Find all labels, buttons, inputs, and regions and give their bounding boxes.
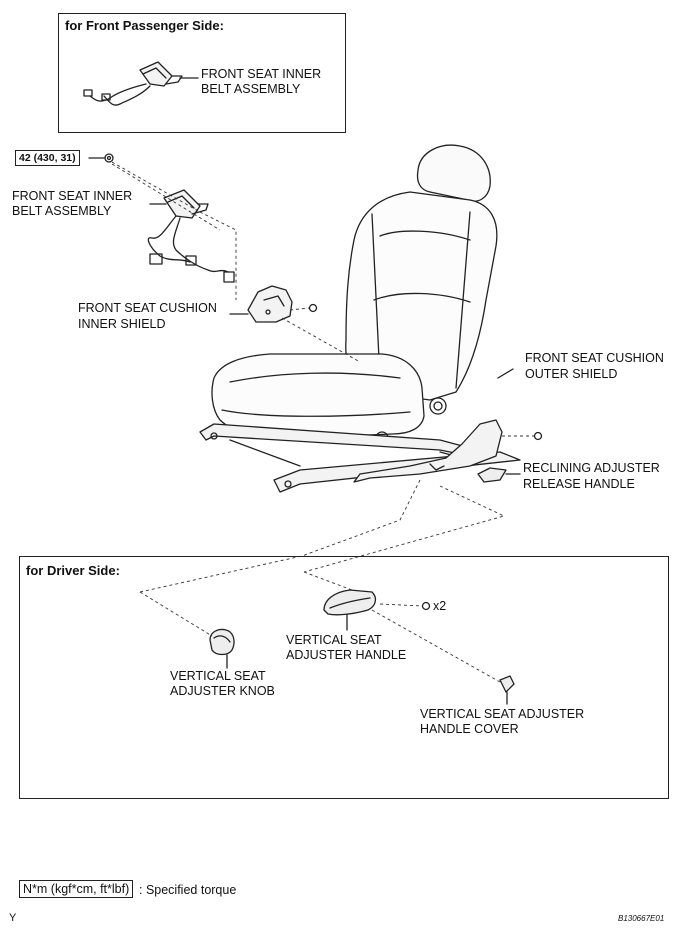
driver-side-box: for Driver Side: (19, 556, 669, 799)
torque-unit-legend: N*m (kgf*cm, ft*lbf) (19, 880, 134, 898)
belt-assembly-label-line1: FRONT SEAT INNER (12, 189, 133, 203)
cover-label-line2: HANDLE COVER (420, 722, 519, 736)
release-handle-label-line1: RECLINING ADJUSTER (523, 461, 660, 475)
handle-screw-icon (421, 601, 431, 611)
cover-label-line1: VERTICAL SEAT ADJUSTER (420, 707, 585, 721)
figure-code: B130667E01 (618, 914, 665, 923)
inner-shield-screw-icon (308, 303, 318, 313)
vertical-seat-adjuster-knob-icon (209, 628, 235, 669)
release-handle-label-line2: RELEASE HANDLE (523, 477, 635, 491)
torque-spec-label: 42 (430, 31) (15, 150, 80, 166)
outer-shield-screw-icon (533, 431, 543, 441)
handle-cover-icon (499, 675, 515, 705)
seat-icon (199, 144, 521, 493)
driver-box-title: for Driver Side: (26, 563, 120, 578)
belt-assembly-icon (147, 189, 235, 283)
vertical-seat-adjuster-handle-icon (323, 589, 377, 631)
knob-label-line2: ADJUSTER KNOB (170, 684, 275, 698)
passenger-belt-icon (83, 61, 199, 106)
passenger-box-title: for Front Passenger Side: (65, 18, 224, 33)
handle-label-line2: ADJUSTER HANDLE (286, 648, 407, 662)
torque-legend-text: : Specified torque (139, 883, 237, 897)
footer-left-mark: Y (9, 912, 17, 924)
passenger-belt-label-line1: FRONT SEAT INNER (201, 67, 322, 81)
belt-assembly-label-line2: BELT ASSEMBLY (12, 204, 112, 218)
outer-shield-label-line2: OUTER SHIELD (525, 367, 618, 381)
outer-shield-label-line1: FRONT SEAT CUSHION (525, 351, 664, 365)
release-handle-icon (477, 467, 507, 483)
screw-quantity-label: x2 (433, 599, 447, 613)
inner-shield-label-line1: FRONT SEAT CUSHION (78, 301, 217, 315)
knob-label-line1: VERTICAL SEAT (170, 669, 266, 683)
passenger-side-box: for Front Passenger Side: (58, 13, 346, 133)
top-bolt-icon (104, 153, 114, 163)
outer-shield-icon (353, 419, 503, 483)
inner-shield-label-line2: INNER SHIELD (78, 317, 166, 331)
handle-label-line1: VERTICAL SEAT (286, 633, 382, 647)
inner-shield-icon (229, 285, 293, 323)
passenger-belt-label-line2: BELT ASSEMBLY (201, 82, 301, 96)
